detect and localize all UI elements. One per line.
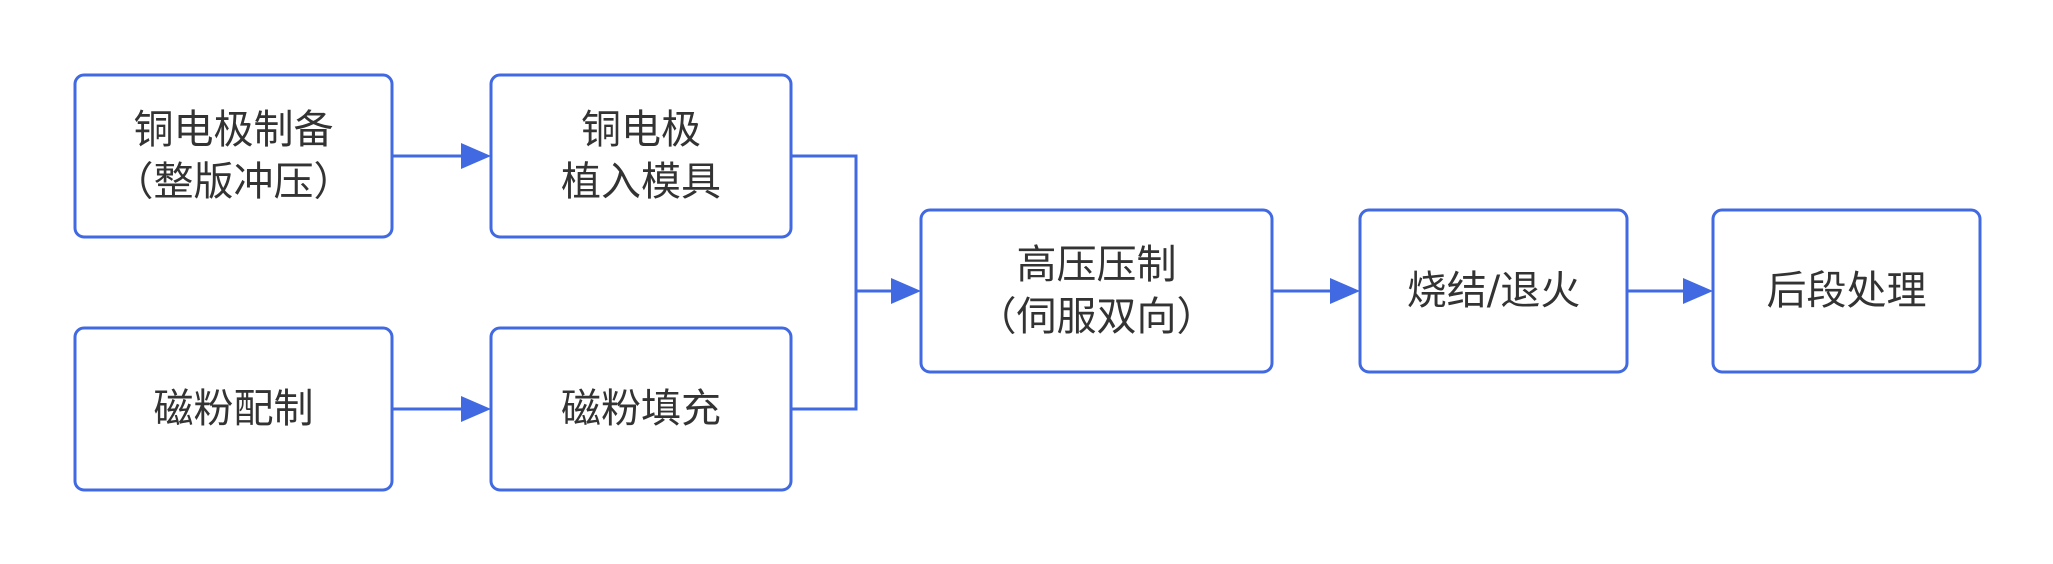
arrow-into-magnetic-powder-fill (461, 396, 491, 422)
node-label-high-pressure-press-line-2: （伺服双向） (977, 294, 1217, 340)
node-box-copper-electrode-prep (73, 73, 394, 239)
node-magnetic-powder-prep: 磁粉配制 (73, 326, 394, 492)
edge-copper-electrode-mold-to-high-pressure-press (791, 154, 891, 293)
node-post-process: 后段处理 (1711, 208, 1982, 374)
node-label-copper-electrode-mold-line-2: 植入模具 (561, 159, 721, 205)
node-label-magnetic-powder-fill-line-1: 磁粉填充 (561, 386, 721, 432)
node-box-magnetic-powder-fill (489, 326, 793, 492)
node-sinter-anneal: 烧结/退火 (1358, 208, 1629, 374)
arrow-into-sinter-anneal (1330, 278, 1360, 304)
node-label-copper-electrode-prep-line-1: 铜电极制备 (134, 107, 334, 153)
edge-magnetic-powder-fill-to-high-pressure-press (791, 289, 891, 411)
node-copper-electrode-prep: 铜电极制备 （整版冲压） (73, 73, 394, 239)
node-label-sinter-anneal-line-1: 烧结/退火 (1407, 268, 1580, 314)
arrow-into-post-process (1683, 278, 1713, 304)
node-box-high-pressure-press (919, 208, 1274, 374)
node-label-copper-electrode-mold-line-1: 铜电极 (581, 107, 701, 153)
arrow-into-copper-electrode-mold (461, 143, 491, 169)
node-box-sinter-anneal (1358, 208, 1629, 374)
node-magnetic-powder-fill: 磁粉填充 (489, 326, 793, 492)
edges-layer (392, 143, 1713, 422)
node-label-magnetic-powder-prep-line-1: 磁粉配制 (154, 386, 314, 432)
arrow-into-high-pressure-press (891, 278, 921, 304)
node-box-post-process (1711, 208, 1982, 374)
node-label-high-pressure-press-line-1: 高压压制 (1017, 242, 1177, 288)
node-label-post-process-line-1: 后段处理 (1767, 268, 1927, 314)
node-box-magnetic-powder-prep (73, 326, 394, 492)
node-box-copper-electrode-mold (489, 73, 793, 239)
node-high-pressure-press: 高压压制 （伺服双向） (919, 208, 1274, 374)
node-label-copper-electrode-prep-line-2: （整版冲压） (114, 159, 354, 205)
